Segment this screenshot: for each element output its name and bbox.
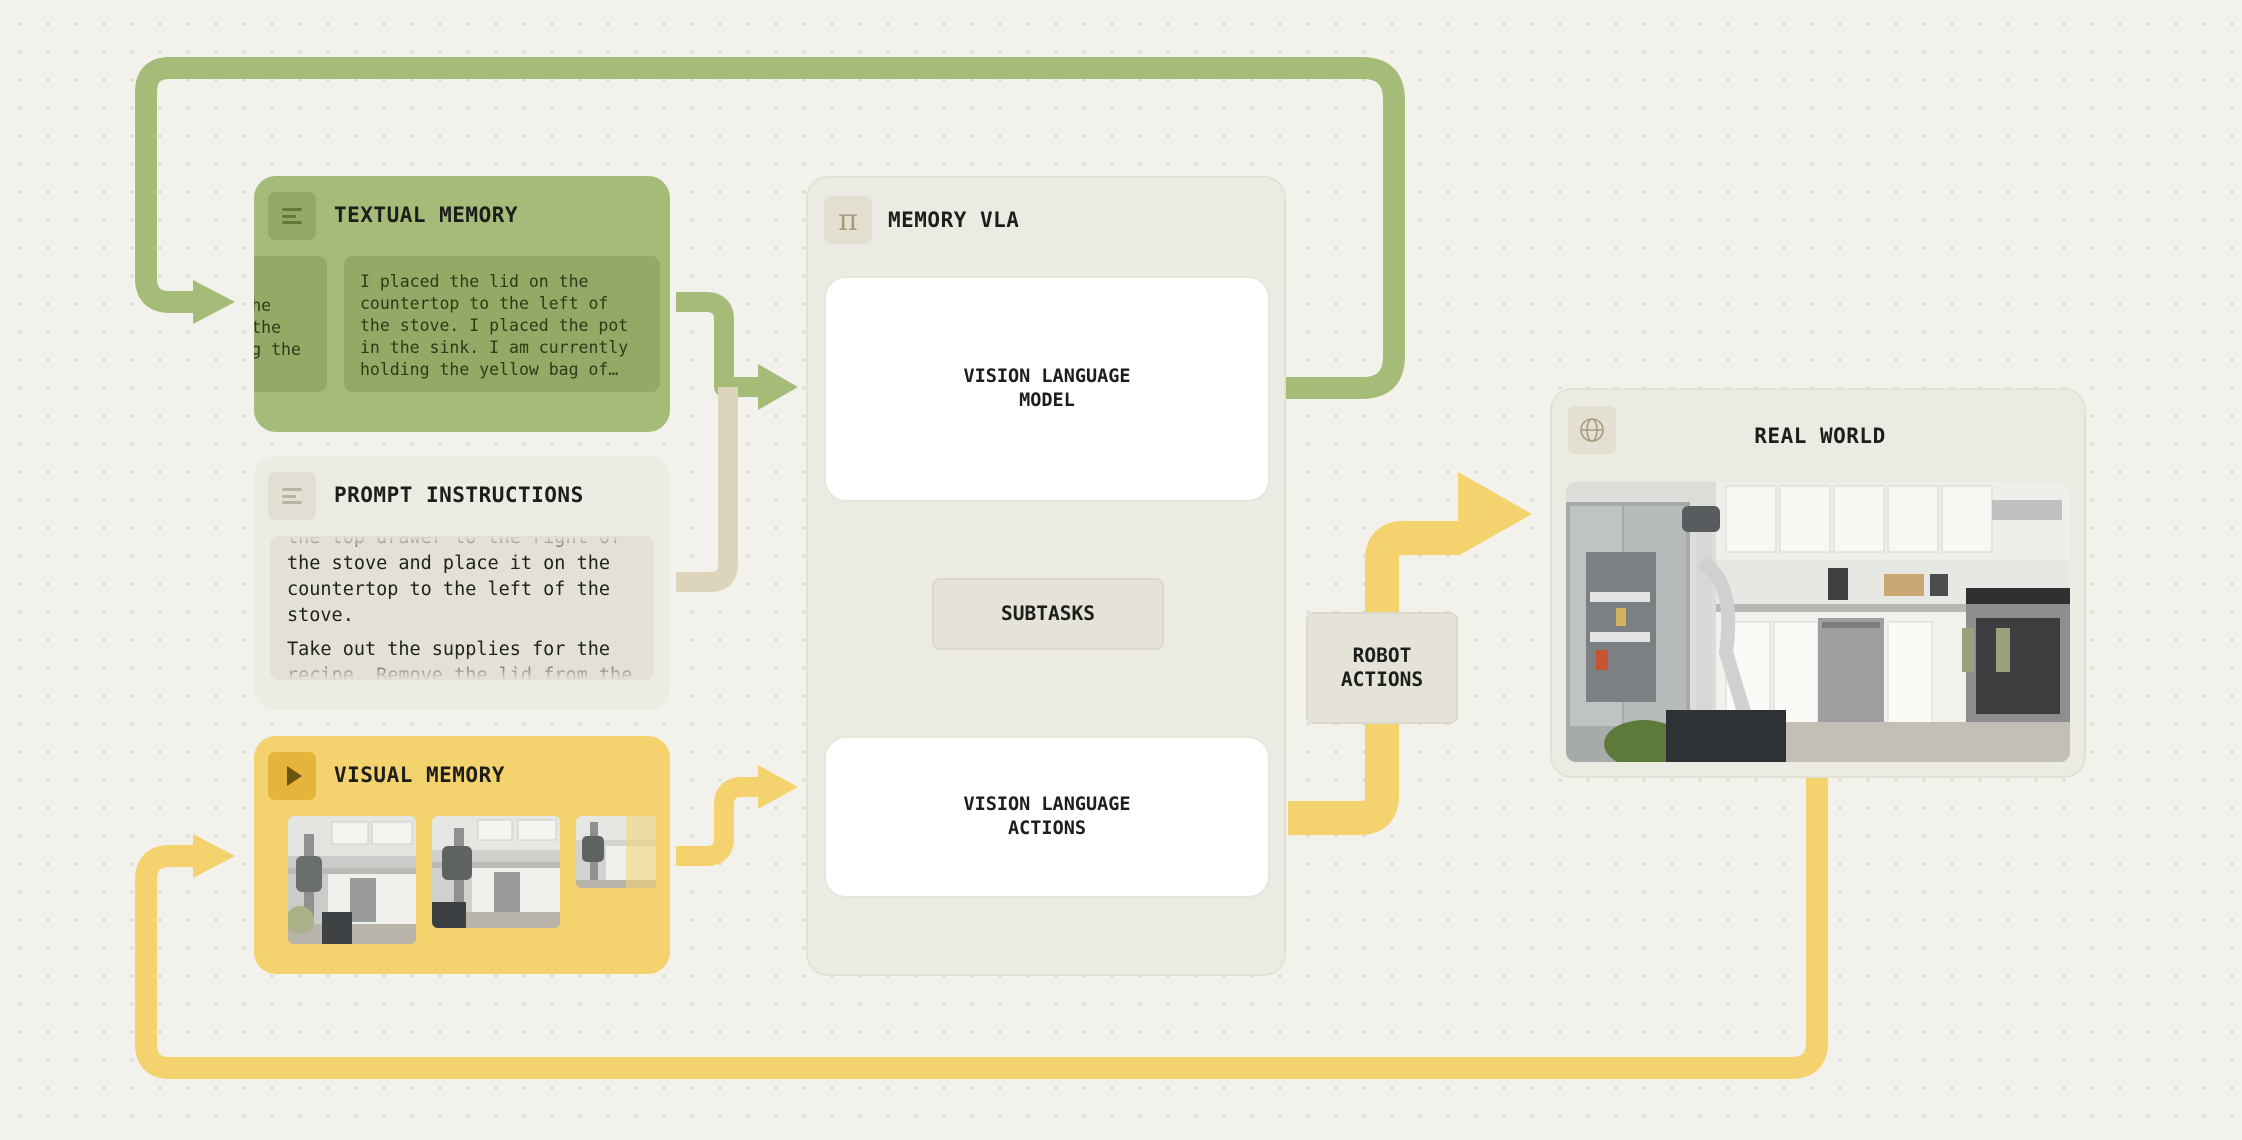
vlm-input-arrowhead [758, 364, 798, 410]
previous-memory-text: I placed the lid on the countertop to th… [254, 296, 301, 359]
real-world-title: REAL WORLD [1754, 424, 1886, 448]
real-world-panel: REAL WORLD [1550, 388, 2086, 778]
prompt-instructions-title: PROMPT INSTRUCTIONS [334, 483, 584, 507]
vision-language-actions-box: VISION LANGUAGE ACTIONS [824, 736, 1270, 898]
previous-memory-card: I placed the lid on the countertop to th… [254, 256, 327, 392]
vision-language-model-box: VISION LANGUAGE MODEL [824, 276, 1270, 502]
play-icon [268, 752, 316, 800]
current-memory-text: I placed the lid on the countertop to th… [360, 272, 629, 379]
prompt-to-vlm-connector [676, 387, 738, 592]
memory-feedback-loop [135, 57, 1405, 399]
vla-label: VISION LANGUAGE ACTIONS [963, 794, 1131, 839]
visual-memory-frame [288, 816, 416, 944]
text-lines-icon [268, 192, 316, 240]
textual-memory-arrowhead [193, 280, 235, 324]
visual-memory-frame [576, 816, 656, 888]
current-memory-card: I placed the lid on the countertop to th… [344, 256, 660, 392]
visual-memory-arrowhead [193, 834, 235, 878]
visual-memory-frame [432, 816, 560, 928]
subtasks-box: SUBTASKS [932, 578, 1164, 650]
real-world-arrowhead [1458, 472, 1532, 556]
subtasks-label: SUBTASKS [1001, 602, 1095, 625]
textual-memory-panel: TEXTUAL MEMORY I placed the lid on the c… [254, 176, 670, 432]
textual-memory-title: TEXTUAL MEMORY [334, 203, 519, 227]
memory-vla-panel: π MEMORY VLA VISION LANGUAGE MODEL SUBTA… [806, 176, 1286, 976]
robot-actions-box: ROBOT ACTIONS [1306, 612, 1458, 724]
robot-actions-label: ROBOT ACTIONS [1340, 644, 1424, 691]
visual-to-vla-connector [676, 777, 760, 866]
prompt-instructions-panel: PROMPT INSTRUCTIONS the top drawer to th… [254, 456, 670, 710]
vla-input-arrowhead [758, 765, 798, 809]
prompt-text-box: the top drawer to the right of the stove… [270, 536, 654, 680]
vlm-label: VISION LANGUAGE MODEL [963, 366, 1131, 411]
visual-memory-title: VISUAL MEMORY [334, 763, 505, 787]
visual-memory-panel: VISUAL MEMORY [254, 736, 670, 974]
textual-to-vlm-connector [676, 292, 760, 397]
observation-feedback-loop [135, 778, 1828, 1079]
kitchen-scene-image [1566, 482, 2070, 762]
text-lines-icon [268, 472, 316, 520]
memory-vla-title: MEMORY VLA [888, 208, 1020, 232]
globe-icon [1568, 406, 1616, 454]
pi-icon: π [824, 196, 872, 244]
